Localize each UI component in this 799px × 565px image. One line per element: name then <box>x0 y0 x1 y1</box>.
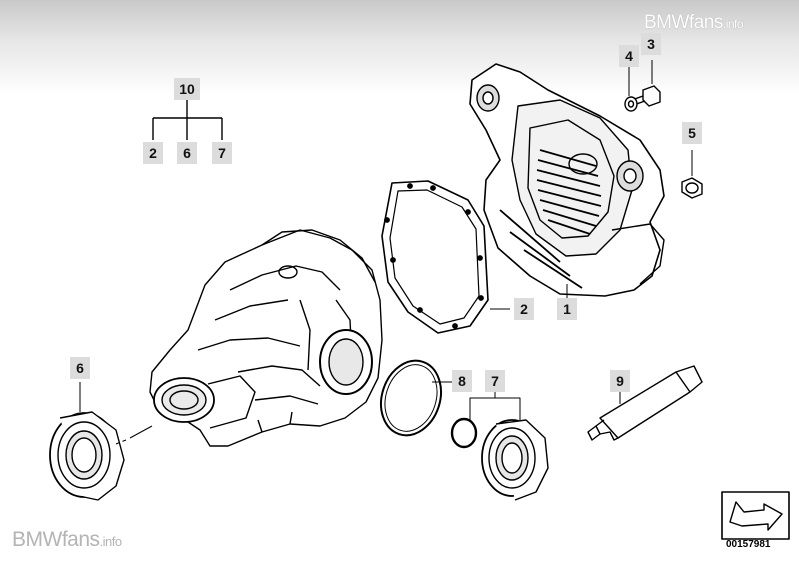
sealant-tube <box>587 365 703 441</box>
callout-9: 9 <box>610 370 630 392</box>
diagram-number: 00157981 <box>726 539 771 550</box>
washer <box>624 96 638 112</box>
direction-symbol <box>721 491 790 540</box>
o-ring <box>380 359 442 437</box>
callout-10: 10 <box>174 78 200 100</box>
group-bracket <box>152 100 223 140</box>
plug <box>681 177 703 199</box>
leader-lines <box>79 60 693 445</box>
callout-5: 5 <box>682 122 702 144</box>
callout-4: 4 <box>619 45 639 67</box>
callout-2: 2 <box>514 298 534 320</box>
callout-7-group: 7 <box>212 142 232 164</box>
output-shaft-seal <box>481 419 549 501</box>
rear-cover <box>469 63 665 297</box>
differential-housing <box>149 229 383 447</box>
small-seal-ring <box>450 417 478 449</box>
callout-2-group: 2 <box>143 142 163 164</box>
callout-1: 1 <box>557 298 577 320</box>
callout-3: 3 <box>641 33 661 55</box>
callout-7: 7 <box>485 370 505 392</box>
callout-6-group: 6 <box>177 142 197 164</box>
shaft-seal <box>49 411 125 501</box>
watermark-bottom: BMWfans.info <box>12 528 122 551</box>
gasket <box>381 180 489 334</box>
watermark-top: BMWfans.info <box>644 12 744 33</box>
callout-8: 8 <box>452 370 472 392</box>
callout-6: 6 <box>70 357 90 379</box>
